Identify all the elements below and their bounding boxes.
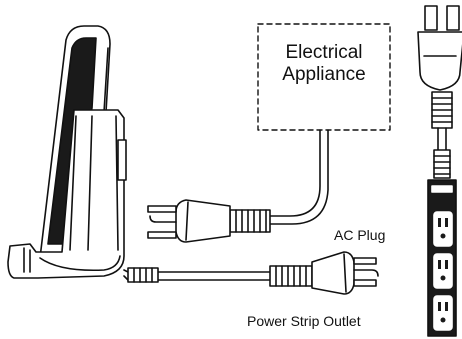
appliance-cord bbox=[229, 129, 329, 233]
appliance-plug bbox=[147, 199, 231, 243]
appliance-label-line2: Appliance bbox=[282, 64, 366, 85]
outlet-2 bbox=[433, 253, 453, 289]
appliance-label-line1: Electrical bbox=[285, 42, 363, 63]
outlet-3 bbox=[433, 295, 453, 331]
device-stand bbox=[7, 25, 127, 279]
outlet-1 bbox=[433, 211, 453, 247]
appliance-label: Electrical Appliance bbox=[258, 42, 390, 86]
power-strip bbox=[427, 179, 457, 337]
ac-plug bbox=[311, 251, 379, 295]
power-strip-outlet-label: Power Strip Outlet bbox=[247, 313, 361, 329]
appliance-box bbox=[257, 23, 391, 131]
device-cable bbox=[123, 265, 313, 287]
strip-wall-plug bbox=[417, 5, 462, 179]
ac-plug-label: AC Plug bbox=[334, 227, 386, 243]
